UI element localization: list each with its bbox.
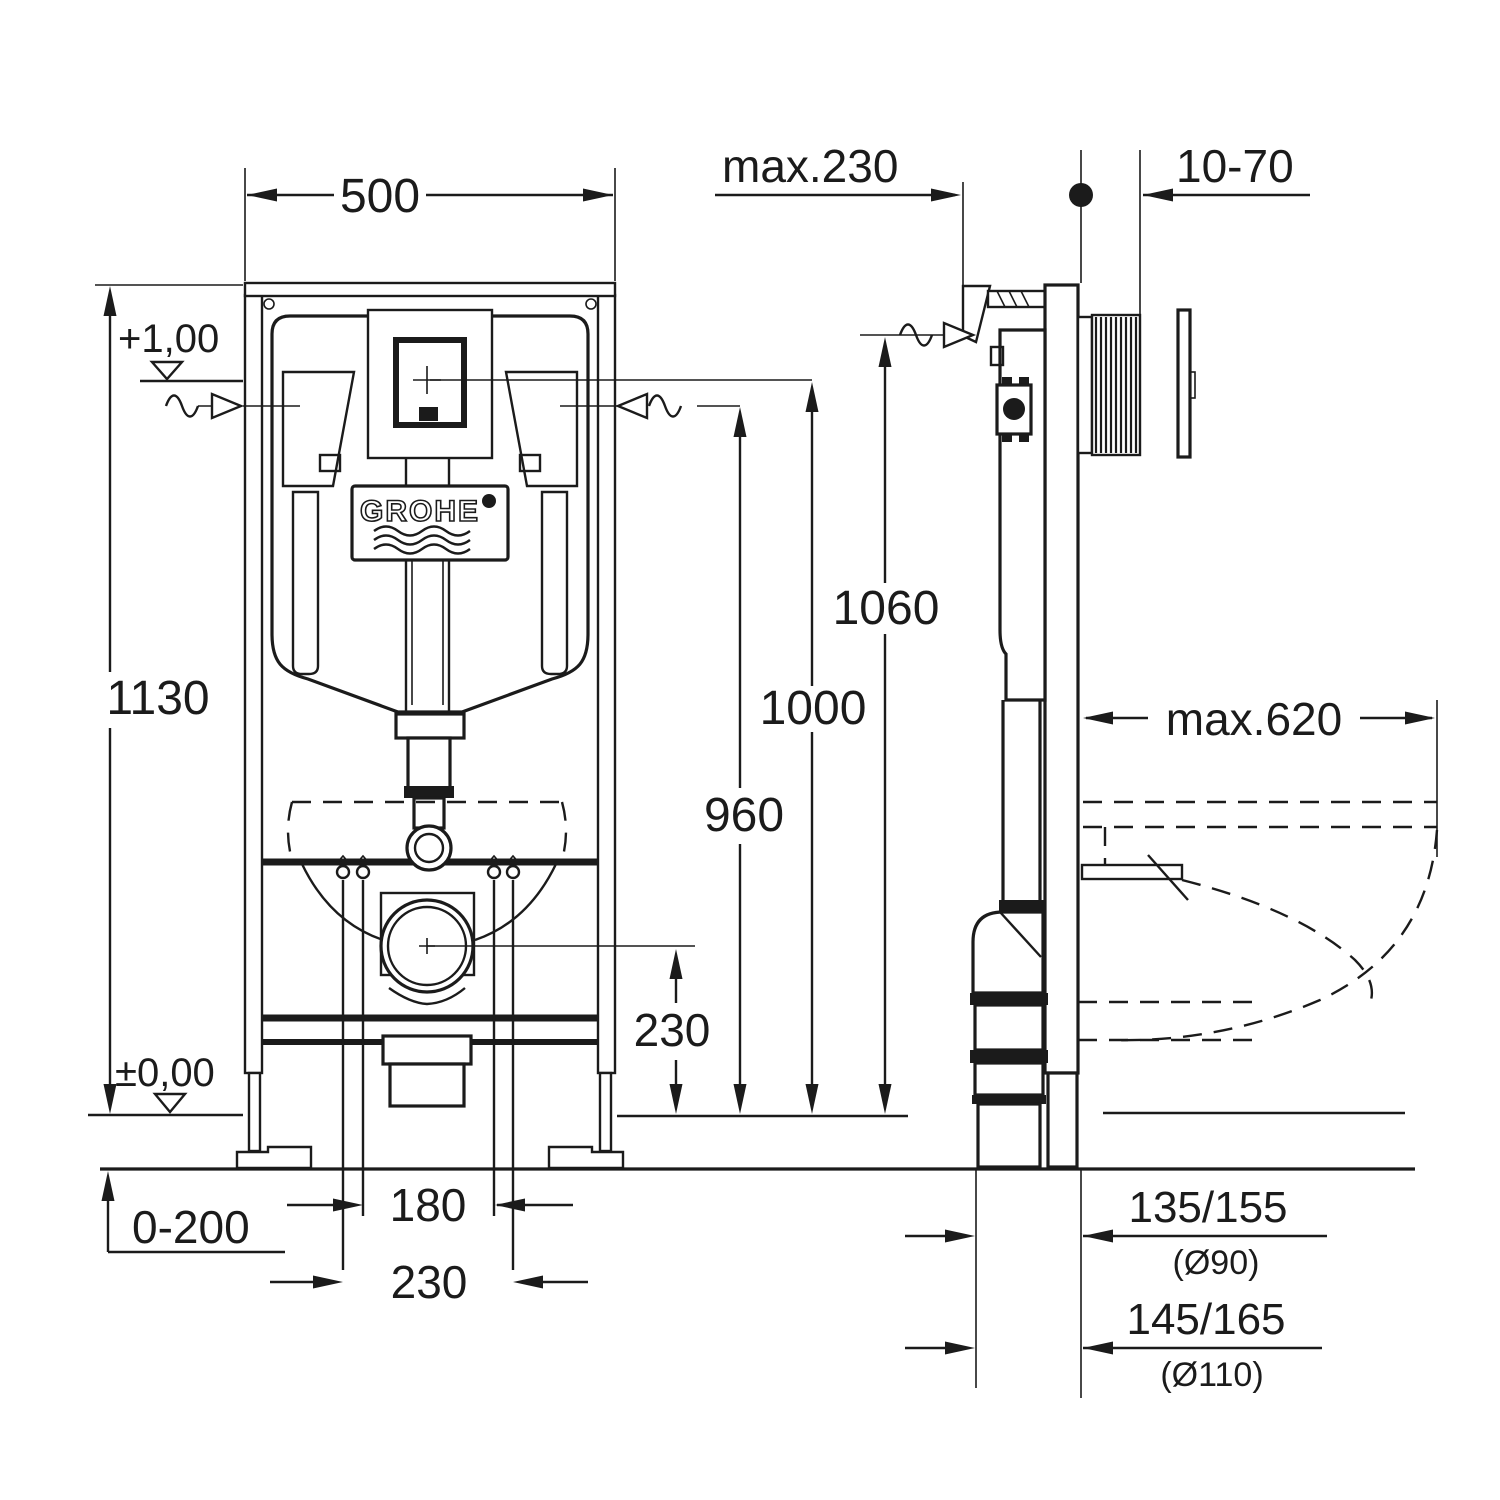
foot-left [247, 1071, 262, 1153]
supply-connector-circle [405, 824, 453, 872]
reference-lines [95, 284, 944, 947]
drain-elbow [971, 910, 1045, 995]
dim-drain-center-height: 230 [634, 1004, 711, 1056]
stud-diagonal [1147, 854, 1189, 901]
frame-profile-side [1043, 283, 1080, 1075]
frame-rail-right [596, 293, 617, 1075]
dim-height-supply: 960 [704, 789, 784, 842]
dim-drain-2: 145/165 [1126, 1295, 1285, 1344]
floor-lines [88, 1111, 1415, 1171]
side-pipe-floor [976, 1102, 1042, 1169]
flush-pipe-coupling [404, 786, 454, 798]
mounting-bolts [335, 854, 521, 1270]
bowl-arc-right [474, 863, 558, 942]
frame-top-bar [243, 281, 617, 298]
flush-plate-step [1189, 371, 1196, 399]
flush-pipe [406, 736, 452, 790]
screw-hole-left [263, 298, 275, 310]
label-level-top: +1,00 [118, 317, 219, 361]
sleeve-hatch [1094, 317, 1138, 453]
registered-dot-icon [482, 494, 496, 508]
tank-strip-right [540, 490, 569, 676]
pipe-band-c [970, 1050, 1048, 1063]
actuation-notch [419, 407, 438, 421]
level-triangle-zero [152, 1092, 188, 1114]
side-pipe-upper [1001, 700, 1042, 900]
drain-lower-arc [388, 987, 466, 1006]
dim-bolt-spacing: 180 [390, 1179, 467, 1231]
foot-plate-right [547, 1145, 625, 1170]
cistern-step [989, 345, 1005, 367]
dim-frame-height: 1130 [106, 672, 209, 725]
flush-plate-side [1176, 308, 1192, 459]
dim-height-flush-center: 1000 [760, 682, 867, 735]
dim-drain-offset: 230 [391, 1256, 468, 1308]
dim-height-frame-top: 1060 [833, 582, 940, 635]
pipe-band-d [972, 1095, 1046, 1104]
bracket-hatch [996, 290, 1030, 308]
side-pipe-mid [973, 1003, 1045, 1052]
side-pipe-low [973, 1061, 1045, 1097]
bowl-outline-side-dashed [1078, 800, 1439, 1042]
tank-strip-left [291, 490, 320, 676]
dim-frame-width: 500 [340, 170, 420, 223]
lid-clip-right [518, 453, 542, 473]
frame-rail-left [243, 293, 264, 1075]
flush-valve-column-inner [411, 560, 444, 705]
dim-bowl-depth: max.620 [1166, 693, 1342, 745]
dimensions [101, 150, 1438, 1398]
grohe-logo: GROHE [350, 484, 510, 562]
screw-hole-right [585, 298, 597, 310]
dimension-labels: 500 max.230 10-70 +1,00 1130 1060 1000 9… [106, 140, 1342, 1394]
bolt-detail-dot [1003, 398, 1025, 420]
logo-wave-2 [373, 534, 471, 546]
level-triangle-top [149, 360, 185, 381]
drain-socket-flange [381, 1034, 473, 1066]
brand-name: GROHE [360, 495, 480, 528]
bowl-arc-left [300, 863, 384, 942]
wall-reference-dot [1069, 183, 1093, 207]
lid-clip-left [318, 453, 342, 473]
tank-contour-right [504, 370, 579, 488]
drain-socket-body [388, 1062, 466, 1108]
bowl-mounting-stud [1080, 863, 1184, 881]
dim-drain-1: 135/155 [1128, 1183, 1287, 1232]
pipe-band-b [970, 993, 1048, 1005]
foot-plate-left [235, 1145, 313, 1170]
supply-connector-inner [413, 832, 445, 864]
dim-actuation-depth: 10-70 [1176, 140, 1294, 192]
dim-drain-dia-2: (Ø110) [1160, 1356, 1263, 1394]
side-view [961, 283, 1439, 1169]
front-view: GROHE [235, 281, 625, 1270]
dim-wall-distance: max.230 [722, 140, 898, 192]
frame-foot-side [1046, 1071, 1079, 1169]
tank-contour-left [281, 370, 356, 488]
sleeve-collar [1076, 315, 1094, 455]
actuation-opening-inner [393, 337, 467, 428]
foot-right [598, 1071, 613, 1153]
label-level-zero: ±0,00 [115, 1051, 215, 1095]
logo-wave-3 [373, 543, 471, 555]
logo-wave-1 [373, 525, 471, 537]
elbow-wedge [999, 911, 1042, 958]
actuation-opening-outer [366, 308, 494, 460]
pipe-band-a [999, 900, 1045, 912]
tank-neck-flange [394, 712, 466, 740]
dim-floor-buildup: 0-200 [132, 1201, 250, 1253]
dim-drain-dia-1: (Ø90) [1173, 1244, 1260, 1282]
